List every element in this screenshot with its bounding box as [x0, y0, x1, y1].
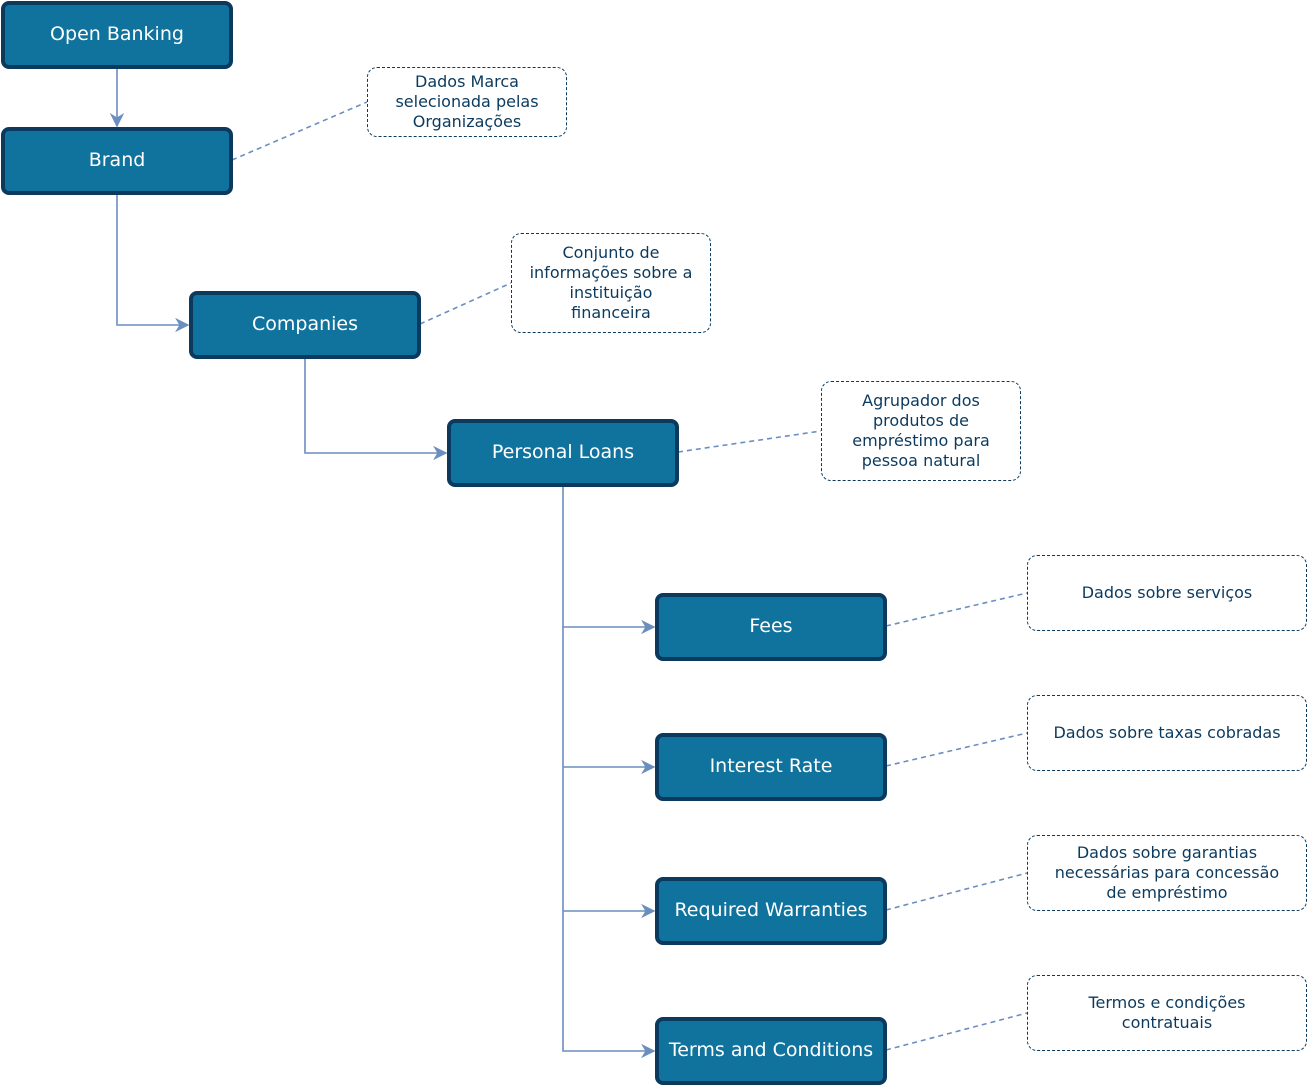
- note-link-required-warranties: [885, 872, 1028, 911]
- node-fees[interactable]: Fees: [655, 593, 887, 661]
- note-link-brand: [231, 101, 368, 161]
- edge-personal-loans-fees: [562, 486, 656, 635]
- note-link-fees: [885, 592, 1028, 627]
- note-link-companies: [419, 282, 512, 325]
- note-companies: Conjunto de informações sobre a institui…: [511, 233, 711, 333]
- node-open-banking[interactable]: Open Banking: [1, 1, 233, 69]
- edge-personal-loans-terms-and-conditions: [562, 627, 656, 1059]
- note-brand: Dados Marca selecionada pelas Organizaçõ…: [367, 67, 567, 137]
- note-required-warranties: Dados sobre garantias necessárias para c…: [1027, 835, 1307, 911]
- note-link-personal-loans: [677, 430, 822, 453]
- node-required-warranties[interactable]: Required Warranties: [655, 877, 887, 945]
- edge-companies-personal-loans: [304, 358, 448, 461]
- note-link-terms-and-conditions: [885, 1012, 1028, 1051]
- note-personal-loans: Agrupador dos produtos de empréstimo par…: [821, 381, 1021, 481]
- edge-brand-companies: [116, 194, 190, 333]
- node-terms-and-conditions[interactable]: Terms and Conditions: [655, 1017, 887, 1085]
- node-personal-loans[interactable]: Personal Loans: [447, 419, 679, 487]
- note-interest-rate: Dados sobre taxas cobradas: [1027, 695, 1307, 771]
- node-brand[interactable]: Brand: [1, 127, 233, 195]
- node-companies[interactable]: Companies: [189, 291, 421, 359]
- note-terms-and-conditions: Termos e condições contratuais: [1027, 975, 1307, 1051]
- note-fees: Dados sobre serviços: [1027, 555, 1307, 631]
- note-link-interest-rate: [885, 732, 1028, 767]
- node-interest-rate[interactable]: Interest Rate: [655, 733, 887, 801]
